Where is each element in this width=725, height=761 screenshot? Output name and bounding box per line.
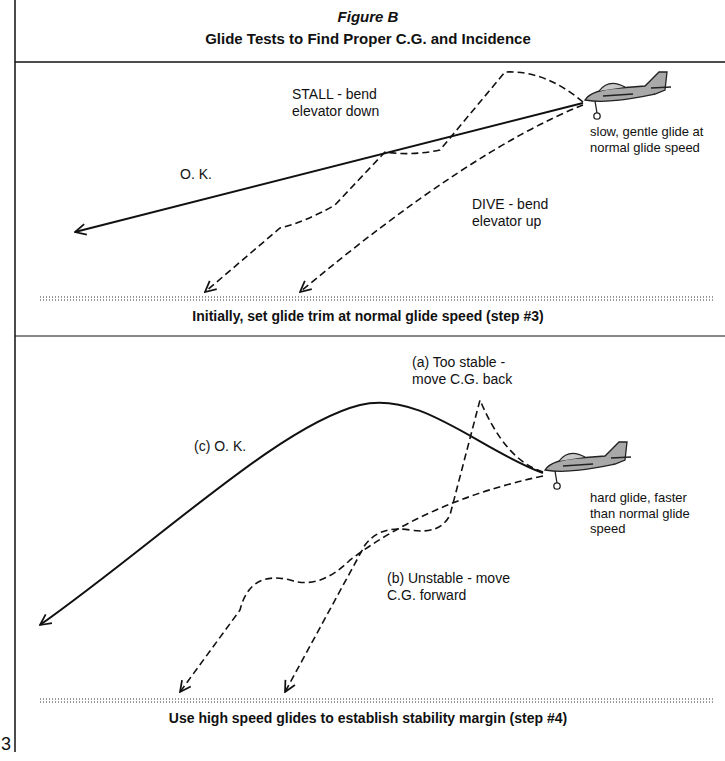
figure-number: Figure B [13, 8, 723, 26]
stall-note: STALL - bend elevator down [290, 86, 398, 120]
too-stable-path [285, 400, 543, 692]
dive-note: DIVE - bend elevator up [470, 196, 566, 230]
ground-line [40, 698, 715, 700]
glide-note: slow, gentle glide at normal glide speed [588, 124, 714, 155]
ok-label: O. K. [178, 166, 214, 183]
unstable-path [180, 476, 543, 692]
too-stable-note: (a) Too stable - move C.G. back [410, 354, 542, 388]
stall-path [205, 72, 583, 292]
ok-label: (c) O. K. [192, 438, 248, 455]
panel-caption: Use high speed glides to establish stabi… [13, 710, 723, 727]
panel-caption: Initially, set glide trim at normal glid… [13, 308, 723, 325]
ok-glide-path [75, 103, 583, 232]
unstable-note: (b) Unstable - move C.G. forward [385, 570, 527, 604]
airplane-icon [545, 442, 631, 489]
dive-path [300, 105, 583, 292]
title-rule [15, 61, 725, 63]
figure-title: Glide Tests to Find Proper C.G. and Inci… [13, 30, 723, 48]
panel-rule [15, 336, 725, 337]
ground-line [40, 299, 715, 301]
airplane-icon [585, 72, 671, 119]
glide-note: hard glide, faster than normal glide spe… [588, 490, 714, 537]
ok-glide-path [40, 403, 543, 625]
frame-line [14, 0, 16, 752]
ground-line [40, 701, 715, 703]
page-number: 3 [1, 734, 11, 756]
ground-line [40, 296, 715, 298]
